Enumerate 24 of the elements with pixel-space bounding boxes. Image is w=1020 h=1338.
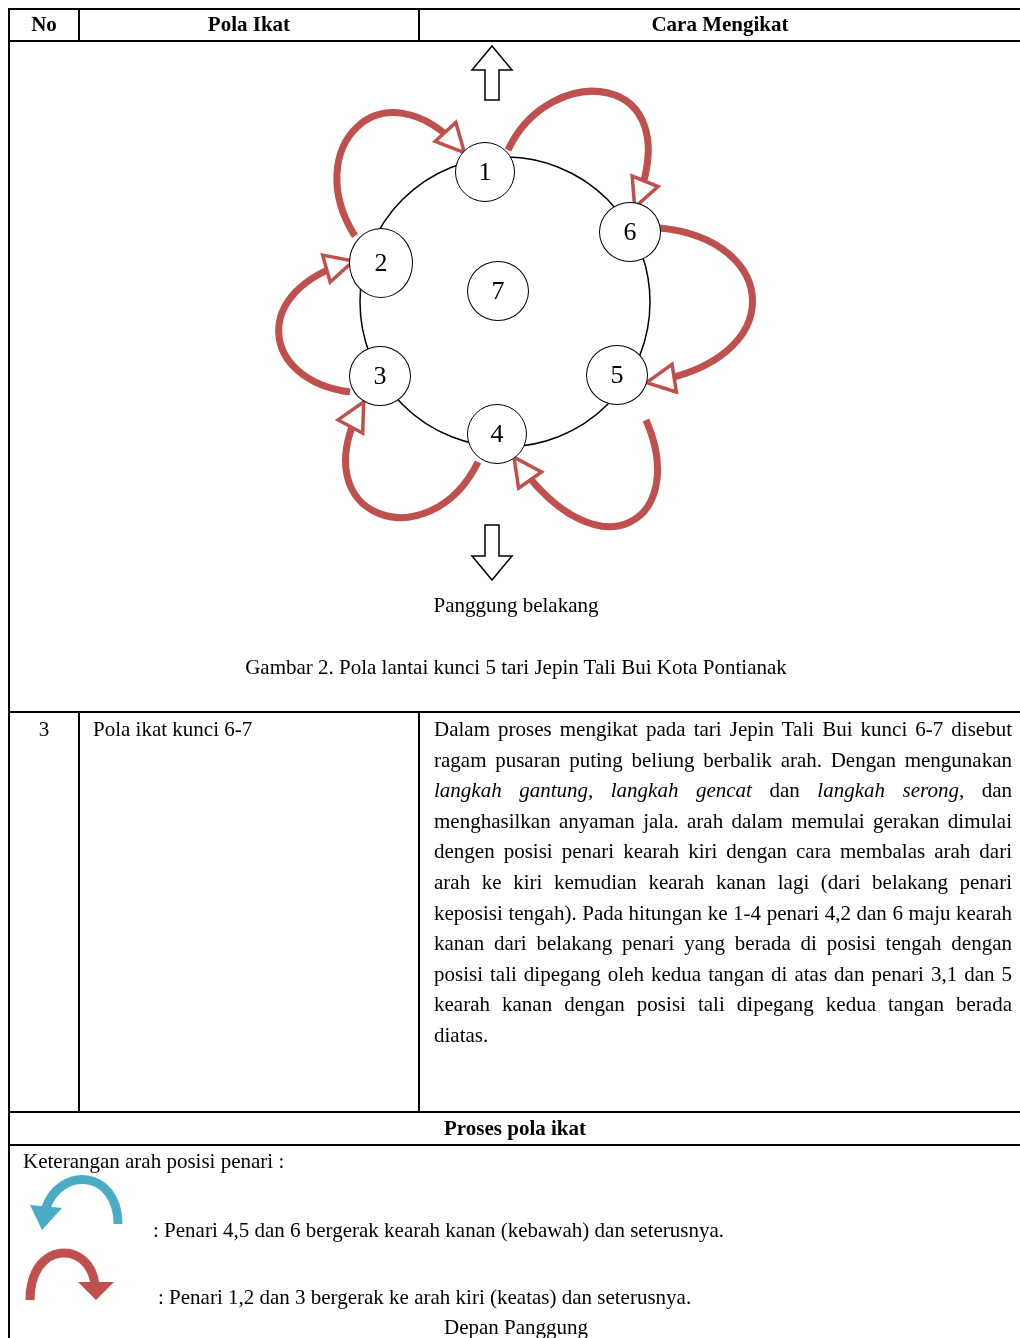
column-header: Cara Mengikat: [650, 11, 790, 38]
curved-arrow: [337, 400, 481, 521]
stage-label: Depan Panggung: [442, 1314, 590, 1338]
column-header: No: [30, 11, 58, 38]
pattern-name: Pola ikat kunci 6-7: [93, 716, 254, 743]
legend-title: Keterangan arah posisi penari :: [23, 1148, 286, 1175]
dancer-position-circle: 6: [599, 202, 661, 262]
dancer-position-circle: 2: [349, 228, 413, 298]
dancer-position-circle: 3: [349, 346, 411, 406]
figure-caption: Gambar 2. Pola lantai kunci 5 tari Jepin Tali Bui Kota Pontianak: [244, 654, 788, 681]
legend-text: : Penari 1,2 dan 3 bergerak ke arah kiri (keatas) dan seterusnya.: [158, 1284, 692, 1311]
curved-arrow: [644, 224, 756, 392]
description-paragraph: Dalam proses mengikat pada tari Jepin Tali Bui kunci 6-7 disebut ragam pusaran puting beliung berbalik arah. Dengan mengunakan langkah gantung, langkah gencat dan langkah serong, dan menghasilkan anyaman jala. arah dalam memulai gerakan dimulai dengen posisi penari kearah kiri dengan cara membalas arah dari arah ke kiri kemudian kearah kanan lagi (dari belakang penari keposisi tengah). Pada hitungan ke 1-4 penari 4,2 dan 6 maju kearah kanan dari belakang penari yang berada di posisi tengah dengan posisi tali dipegang oleh kedua tangan di atas dan penari 3,1 dan 5 kearah kanan dengan posisi tali dipegang kedua tangan berada diatas.: [434, 716, 1012, 1049]
legend-text: : Penari 4,5 dan 6 bergerak kearah kanan (kebawah) dan seterusnya.: [153, 1217, 725, 1244]
curved-arrow: [512, 418, 661, 530]
stage-label: Panggung belakang: [432, 592, 600, 619]
curved-arrow: [333, 109, 467, 238]
dancer-position-circle: 5: [586, 345, 648, 405]
dancer-position-circle: 4: [467, 404, 527, 464]
dancer-position-circle: 1: [455, 142, 515, 202]
column-header: Pola Ikat: [206, 11, 292, 38]
section-header: Proses pola ikat: [443, 1115, 587, 1142]
row-number: 3: [37, 716, 51, 743]
dancer-position-circle: 7: [467, 261, 529, 321]
